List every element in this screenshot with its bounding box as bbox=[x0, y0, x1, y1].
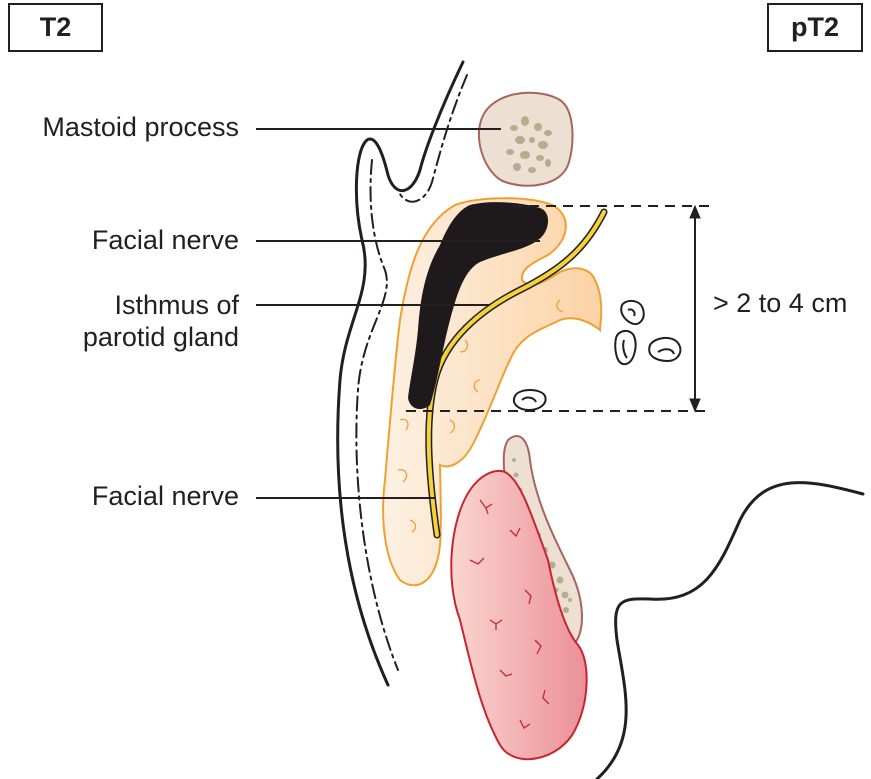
lymph-nodes bbox=[513, 299, 682, 412]
mastoid-process bbox=[477, 91, 574, 187]
facial-nerve bbox=[425, 208, 608, 539]
label-isthmus-line2: parotid gland bbox=[82, 322, 239, 352]
skin-outline bbox=[336, 60, 865, 779]
label-isthmus-line1: Isthmus of bbox=[114, 290, 239, 320]
label-tumor-size: > 2 to 4 cm bbox=[713, 288, 848, 318]
clinical-stage-label: T2 bbox=[39, 12, 72, 42]
label-facial-nerve-upper: Facial nerve bbox=[91, 225, 239, 255]
label-facial-nerve-lower: Facial nerve bbox=[91, 481, 239, 511]
dimension-marker bbox=[406, 204, 710, 413]
pathologic-stage-label: pT2 bbox=[790, 12, 839, 42]
label-isthmus-parotid: Isthmus of parotid gland bbox=[83, 289, 239, 353]
leader-lines bbox=[256, 128, 540, 499]
submandibular-gland bbox=[450, 470, 588, 761]
tumor bbox=[408, 202, 549, 410]
label-mastoid-process: Mastoid process bbox=[42, 112, 239, 142]
clinical-stage-box: T2 bbox=[8, 3, 103, 52]
pathologic-stage-box: pT2 bbox=[767, 3, 863, 52]
